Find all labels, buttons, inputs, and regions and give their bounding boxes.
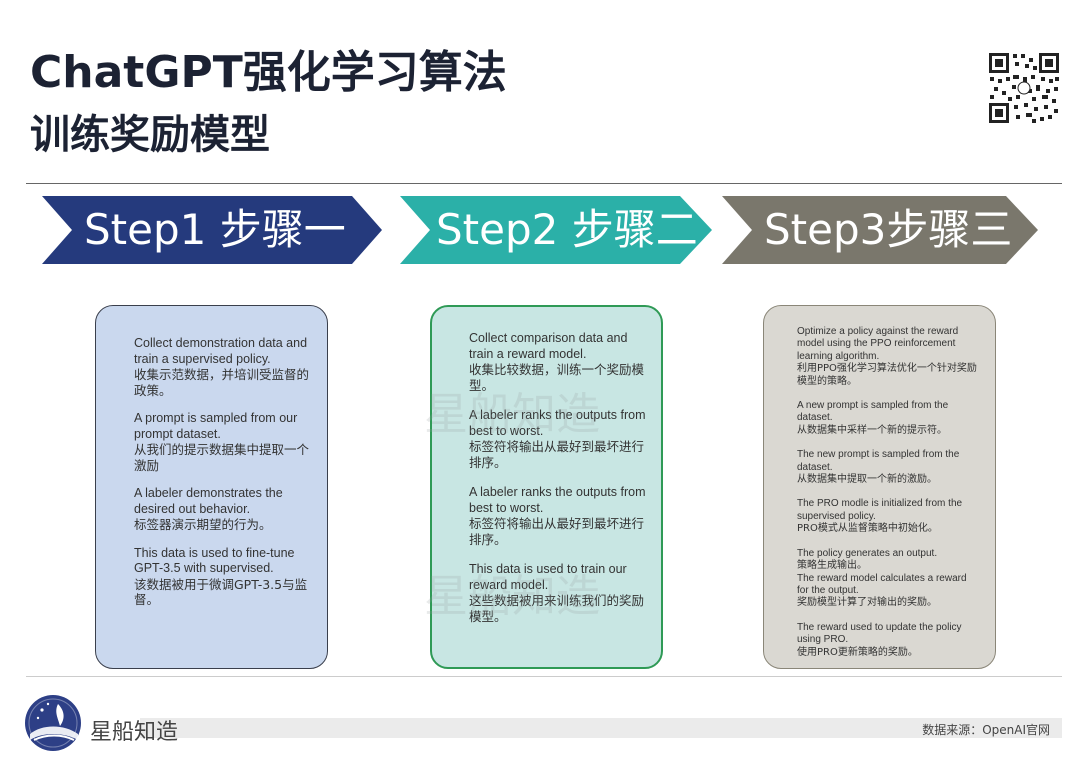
paragraph-en: A labeler demonstrates the desired out b…: [134, 486, 283, 516]
step3-card: Optimize a policy against the reward mod…: [763, 305, 996, 669]
paragraph-cn: 该数据被用于微调GPT-3.5与监督。: [134, 576, 308, 608]
paragraph-cn: 使用PRO更新策略的奖励。: [797, 646, 918, 658]
step2-label: Step2 步骤二: [436, 205, 698, 254]
card-paragraph: A labeler demonstrates the desired out b…: [134, 486, 314, 533]
paragraph-cn: 标签器演示期望的行为。: [134, 517, 272, 532]
paragraph-cn: 标签符将输出从最好到最坏进行排序。: [469, 516, 645, 547]
step3-card-text: Optimize a policy against the reward mod…: [797, 326, 977, 668]
qr-code-icon: [988, 52, 1060, 124]
card-paragraph: The new prompt is sampled from the datas…: [797, 449, 977, 486]
card-paragraph: A labeler ranks the outputs from best to…: [469, 485, 649, 547]
card-paragraph: A prompt is sampled from our prompt data…: [134, 411, 314, 473]
card-paragraph: Collect demonstration data and train a s…: [134, 336, 314, 398]
step1-card: Collect demonstration data and train a s…: [95, 305, 328, 669]
card-paragraph: A new prompt is sampled from the dataset…: [797, 400, 977, 437]
page-subtitle: 训练奖励模型: [30, 112, 270, 158]
card-paragraph: A labeler ranks the outputs from best to…: [469, 408, 649, 470]
brand-name: 星船知造: [90, 720, 179, 745]
card-paragraph: The reward model calculates a reward for…: [797, 573, 977, 610]
starship-logo-icon: [25, 695, 81, 751]
paragraph-cn: 奖励模型计算了对输出的奖励。: [797, 597, 937, 609]
footer-divider: [26, 676, 1062, 677]
paragraph-en: A labeler ranks the outputs from best to…: [469, 408, 646, 438]
step3-arrow: [722, 196, 1038, 264]
paragraph-cn: 策略生成输出。: [797, 560, 867, 572]
step2-card: Collect comparison data and train a rewa…: [430, 305, 663, 669]
page-title: ChatGPT强化学习算法: [30, 47, 507, 98]
step-banner-row: Step1 步骤一 Step2 步骤二 Step3步骤三: [0, 192, 1080, 268]
paragraph-cn: 从我们的提示数据集中提取一个激励: [134, 442, 310, 473]
paragraph-cn: 从数据集中提取一个新的激励。: [797, 474, 937, 486]
card-paragraph: Optimize a policy against the reward mod…: [797, 326, 977, 388]
step-arrows: [42, 196, 1038, 264]
footer-band: [140, 718, 1062, 738]
step1-label: Step1 步骤一: [84, 205, 346, 254]
step2-arrow: [400, 196, 712, 264]
paragraph-cn: 利用PPO强化学习算法优化一个针对奖励模型的策略。: [797, 363, 977, 387]
paragraph-cn: 这些数据被用来训练我们的奖励模型。: [469, 593, 645, 624]
paragraph-en: Collect comparison data and train a rewa…: [469, 331, 628, 361]
card-paragraph: This data is used to train our reward mo…: [469, 562, 649, 624]
paragraph-en: The new prompt is sampled from the datas…: [797, 449, 960, 473]
paragraph-cn: PRO模式从监督策略中初始化。: [797, 523, 938, 535]
paragraph-en: Optimize a policy against the reward mod…: [797, 326, 959, 362]
paragraph-en: The reward model calculates a reward for…: [797, 572, 967, 596]
card-paragraph: Collect comparison data and train a rewa…: [469, 331, 649, 393]
card-paragraph: This data is used to fine-tune GPT-3.5 w…: [134, 546, 314, 608]
paragraph-en: A labeler ranks the outputs from best to…: [469, 485, 646, 515]
step3-label: Step3步骤三: [764, 205, 1013, 254]
card-paragraph: The reward used to update the policy usi…: [797, 622, 977, 659]
paragraph-en: A prompt is sampled from our prompt data…: [134, 411, 298, 441]
paragraph-en: Collect demonstration data and train a s…: [134, 336, 308, 366]
card-paragraph: The PRO modle is initialized from the su…: [797, 498, 977, 535]
paragraph-en: A new prompt is sampled from the dataset…: [797, 400, 949, 424]
step2-card-text: Collect comparison data and train a rewa…: [469, 331, 649, 639]
paragraph-cn: 标签符将输出从最好到最坏进行排序。: [469, 439, 645, 470]
paragraph-en: The PRO modle is initialized from the su…: [797, 498, 963, 522]
header-divider: [26, 183, 1062, 184]
paragraph-cn: 收集比较数据，训练一个奖励模型。: [469, 362, 645, 393]
data-source-note: 数据来源：OpenAI官网: [922, 723, 1050, 737]
step1-card-text: Collect demonstration data and train a s…: [134, 336, 314, 621]
step1-arrow: [42, 196, 382, 264]
paragraph-en: This data is used to train our reward mo…: [469, 562, 627, 592]
paragraph-cn: 从数据集中采样一个新的提示符。: [797, 424, 947, 436]
paragraph-cn: 收集示范数据，并培训受监督的政策。: [134, 367, 310, 398]
paragraph-en: The reward used to update the policy usi…: [797, 621, 962, 646]
paragraph-en: The policy generates an output.: [797, 547, 938, 559]
paragraph-en: This data is used to fine-tune GPT-3.5 w…: [134, 545, 295, 576]
card-paragraph: The policy generates an output.策略生成输出。: [797, 548, 977, 573]
